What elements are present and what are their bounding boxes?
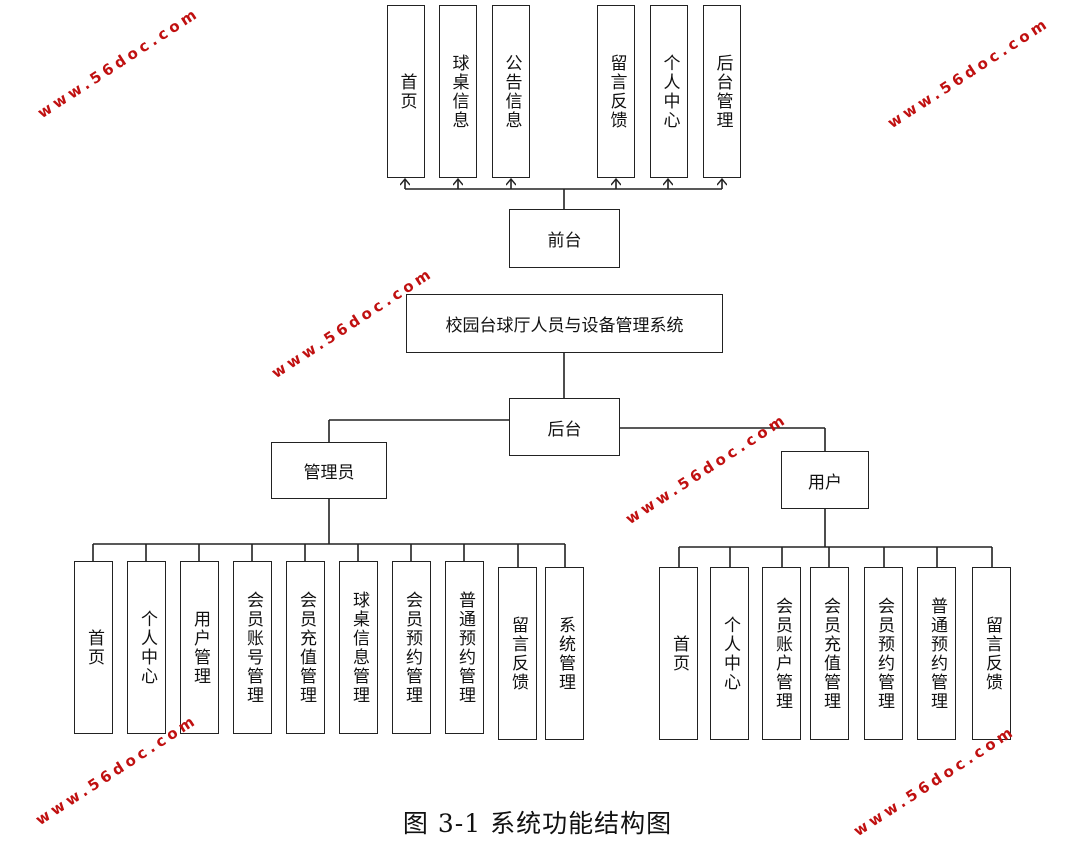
user-item-member-account: 会员账户管理 (762, 567, 801, 740)
admin-item-home: 首页 (74, 561, 113, 734)
frontend-item-label: 留言反馈 (606, 53, 627, 130)
frontend-item-label: 个人中心 (659, 53, 680, 130)
frontend-root-node: 前台 (509, 209, 620, 268)
admin-item-member-account: 会员账号管理 (233, 561, 272, 734)
admin-item-label: 会员充值管理 (296, 590, 316, 705)
admin-item-label: 首页 (84, 628, 104, 667)
admin-item-label: 会员账号管理 (243, 590, 263, 705)
user-label: 用户 (808, 472, 842, 493)
frontend-item-feedback: 留言反馈 (597, 5, 635, 178)
user-item-label: 个人中心 (720, 615, 740, 692)
admin-item-label: 系统管理 (555, 615, 575, 692)
frontend-item-admin-backend: 后台管理 (703, 5, 741, 178)
user-item-feedback: 留言反馈 (972, 567, 1011, 740)
frontend-item-label: 后台管理 (712, 53, 733, 130)
user-item-personal-center: 个人中心 (710, 567, 749, 740)
user-item-home: 首页 (659, 567, 698, 740)
user-item-regular-reservation: 普通预约管理 (917, 567, 956, 740)
frontend-item-table-info: 球桌信息 (439, 5, 477, 178)
admin-item-label: 用户管理 (190, 609, 210, 686)
frontend-root-label: 前台 (547, 231, 582, 251)
user-item-label: 会员账户管理 (772, 596, 792, 711)
user-item-label: 首页 (669, 634, 689, 673)
admin-item-user-management: 用户管理 (180, 561, 219, 734)
user-item-member-recharge: 会员充值管理 (810, 567, 849, 740)
admin-node: 管理员 (271, 442, 387, 499)
admin-item-system-management: 系统管理 (545, 567, 584, 740)
backend-root-label: 后台 (547, 419, 582, 440)
admin-item-personal-center: 个人中心 (127, 561, 166, 734)
frontend-item-personal-center: 个人中心 (650, 5, 688, 178)
frontend-item-label: 公告信息 (501, 53, 522, 130)
frontend-item-label: 球桌信息 (448, 53, 469, 130)
user-node: 用户 (781, 451, 869, 509)
admin-item-label: 留言反馈 (508, 615, 528, 692)
admin-item-label: 普通预约管理 (455, 590, 475, 705)
user-item-label: 留言反馈 (982, 615, 1002, 692)
admin-item-feedback: 留言反馈 (498, 567, 537, 740)
admin-item-label: 球桌信息管理 (349, 590, 369, 705)
admin-label: 管理员 (303, 463, 355, 483)
system-title-node: 校园台球厅人员与设备管理系统 (406, 294, 723, 353)
user-item-member-reservation: 会员预约管理 (864, 567, 903, 740)
backend-root-node: 后台 (509, 398, 620, 456)
admin-item-label: 会员预约管理 (402, 590, 422, 705)
admin-item-member-reservation: 会员预约管理 (392, 561, 431, 734)
admin-item-member-recharge: 会员充值管理 (286, 561, 325, 734)
user-item-label: 会员预约管理 (874, 596, 894, 711)
frontend-item-announcement: 公告信息 (492, 5, 530, 178)
user-item-label: 普通预约管理 (927, 596, 947, 711)
figure-caption: 图 3-1 系统功能结构图 (402, 809, 673, 838)
frontend-item-home: 首页 (387, 5, 425, 178)
admin-item-regular-reservation: 普通预约管理 (445, 561, 484, 734)
admin-item-label: 个人中心 (137, 609, 157, 686)
user-item-label: 会员充值管理 (820, 596, 840, 711)
system-title-label: 校园台球厅人员与设备管理系统 (445, 316, 684, 336)
admin-item-table-info: 球桌信息管理 (339, 561, 378, 734)
frontend-item-label: 首页 (396, 72, 417, 111)
